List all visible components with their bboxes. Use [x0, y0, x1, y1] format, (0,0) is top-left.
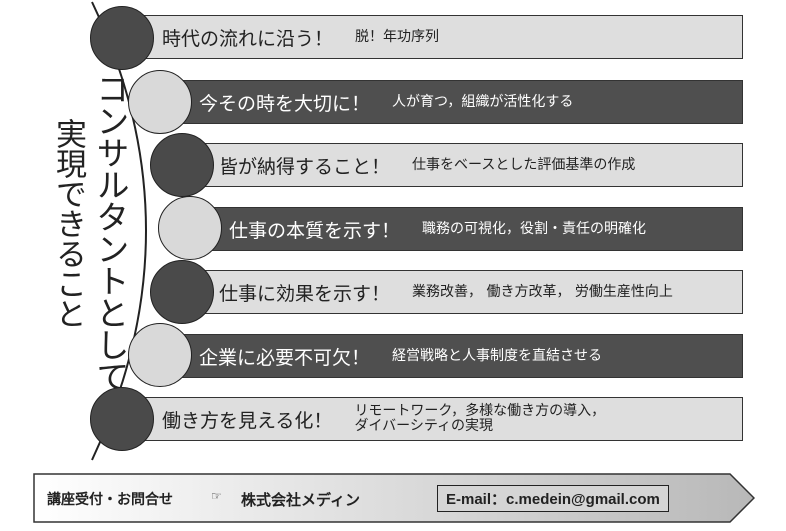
- item-detail: 脱！年功序列: [355, 28, 440, 45]
- pointer-icon: ☞: [211, 489, 222, 503]
- item-detail: 経営戦略と人事制度を直結させる: [392, 347, 603, 364]
- item-heading: 今その時を大切に！: [199, 92, 371, 115]
- item-detail-block: リモートワーク，多様な働き方の導入， ダイバーシティの実現: [354, 404, 605, 434]
- email-address[interactable]: E-mail：c.medein@gmail.com: [437, 485, 669, 512]
- company-name: 株式会社メディン: [241, 491, 360, 509]
- contact-banner: 講座受付・お問合せ ☞ 株式会社メディン E-mail：c.medein@gma…: [33, 473, 755, 523]
- item-detail: リモートワーク，多様な働き方の導入，: [354, 403, 606, 419]
- item-detail: 仕事をベースとした評価基準の作成: [412, 156, 636, 173]
- item-bar-7: 働き方を見える化！ リモートワーク，多様な働き方の導入， ダイバーシティの実現: [123, 397, 743, 441]
- item-detail: 職務の可視化，役割・責任の明確化: [422, 220, 647, 237]
- item-heading: 企業に必要不可欠！: [199, 346, 371, 369]
- item-bar-1: 時代の流れに沿う！ 脱！年功序列: [123, 15, 743, 59]
- vertical-title: コンサルタントとして: [91, 72, 130, 392]
- item-bar-4: 仕事の本質を示す！ 職務の可視化，役割・責任の明確化: [190, 207, 743, 251]
- item-detail: 業務改善， 働き方改革， 労働生産性向上: [412, 283, 673, 300]
- item-heading: 時代の流れに沿う！: [162, 27, 334, 50]
- item-detail: 人が育つ，組織が活性化する: [392, 93, 574, 110]
- bullet-circle: [128, 323, 192, 387]
- item-heading: 皆が納得すること！: [219, 155, 391, 178]
- bullet-circle: [150, 260, 214, 324]
- item-bar-6: 企業に必要不可欠！ 経営戦略と人事制度を直結させる: [160, 334, 743, 378]
- item-bar-5: 仕事に効果を示す！ 業務改善， 働き方改革， 労働生産性向上: [180, 270, 743, 314]
- contact-label: 講座受付・お問合せ: [47, 492, 173, 508]
- bullet-circle: [128, 70, 192, 134]
- bullet-circle: [90, 6, 154, 70]
- item-detail-line2: ダイバーシティの実現: [354, 418, 494, 434]
- bullet-circle: [158, 196, 222, 260]
- item-bar-3: 皆が納得すること！ 仕事をベースとした評価基準の作成: [180, 143, 743, 187]
- item-bar-2: 今その時を大切に！ 人が育つ，組織が活性化する: [160, 80, 743, 124]
- item-heading: 仕事に効果を示す！: [219, 282, 391, 305]
- bullet-circle: [150, 133, 214, 197]
- bullet-circle: [90, 387, 154, 451]
- item-heading: 働き方を見える化！: [162, 409, 333, 432]
- item-heading: 仕事の本質を示す！: [229, 219, 401, 242]
- vertical-subtitle: 実現できること: [50, 118, 86, 328]
